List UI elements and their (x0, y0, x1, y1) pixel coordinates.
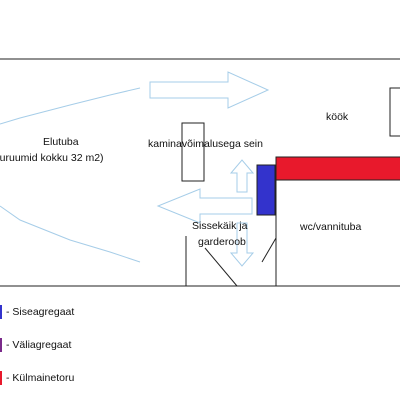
indoor-unit (256, 164, 276, 216)
bathroom-label: wc/vannituba (300, 221, 362, 233)
entrance-label: Sissekäik ja (192, 220, 248, 232)
indoor-unit-swatch (0, 305, 2, 319)
up-airflow-arrow (229, 159, 255, 193)
door-swing-left (204, 247, 238, 287)
living-room-area-label: (eluruumid kokku 32 m2) (0, 152, 104, 164)
legend-label: - Väliagregaat (6, 339, 72, 351)
kitchen-counter (389, 87, 400, 137)
airflow-arrows (0, 71, 270, 267)
top-airflow-arrow (149, 71, 270, 109)
living-room-label: Elutuba (43, 136, 79, 148)
kitchen-label: köök (326, 111, 349, 123)
interior-walls (181, 87, 400, 287)
wardrobe-label: garderoob (198, 236, 246, 248)
outdoor-unit-swatch (0, 338, 2, 352)
outer-walls (0, 58, 400, 287)
refrigerant-pipe-swatch (0, 371, 2, 385)
down-airflow-arrow (229, 222, 255, 267)
left-upper-airflow-lines (0, 87, 141, 125)
legend-label: - Külmainetoru (6, 372, 75, 384)
middle-airflow-arrow (156, 188, 253, 224)
fireplace-wall-block (181, 122, 205, 182)
legend-label: - Siseagregaat (6, 306, 75, 318)
refrigerant-pipe (275, 156, 400, 181)
fireplace-wall-label: kaminavõimalusega sein (148, 138, 263, 150)
left-lower-airflow-lines (0, 205, 141, 263)
door-swing-right (261, 237, 277, 263)
